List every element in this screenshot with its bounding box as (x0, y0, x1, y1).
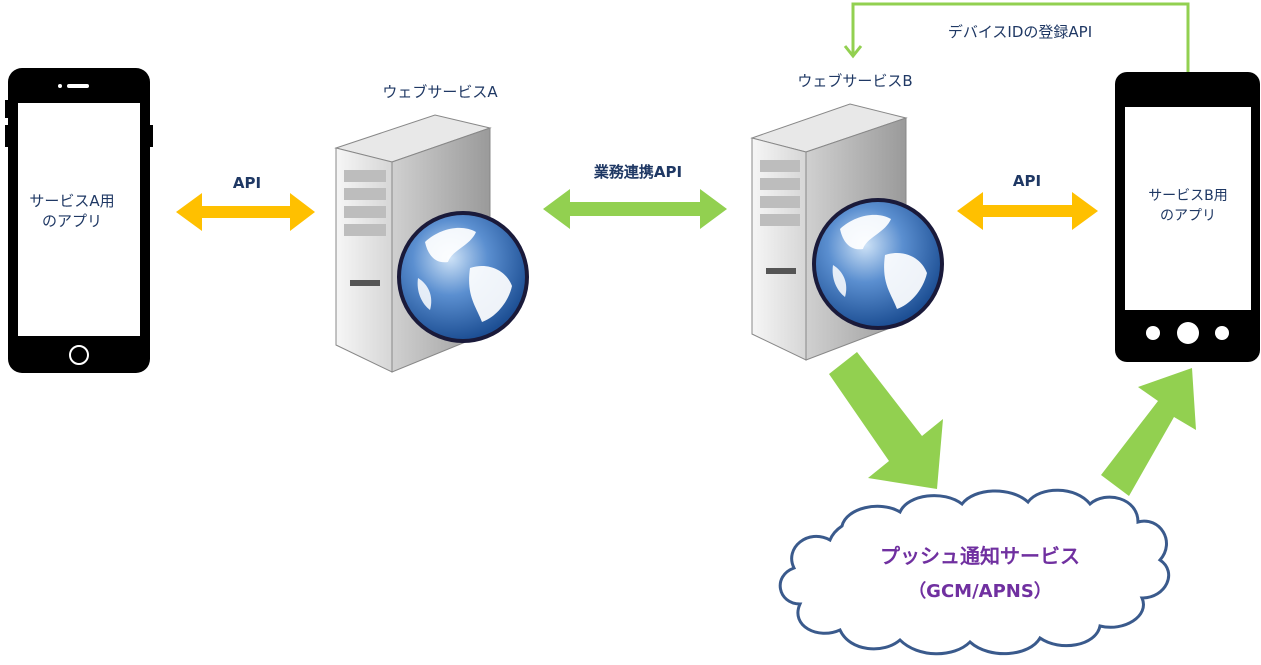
server-b: ウェブサービスB (750, 72, 944, 361)
server-a-label: ウェブサービスA (382, 83, 498, 101)
push-to-phone-arrow (1101, 368, 1196, 496)
phone-b-home-button-icon (1177, 322, 1199, 344)
phone-a-label-line2: のアプリ (42, 212, 102, 230)
server-b-label: ウェブサービスB (797, 72, 912, 90)
server-a: ウェブサービスA (334, 83, 529, 373)
phone-b-left-button-icon (1146, 326, 1160, 340)
push-service-subtitle: （GCM/APNS） (908, 581, 1052, 602)
phone-a-camera-icon (58, 84, 62, 88)
api-a-arrow: API (176, 174, 315, 231)
globe-b-icon (812, 198, 944, 330)
phone-a-home-button-icon (69, 345, 89, 365)
phone-a-speaker-icon (67, 84, 89, 88)
globe-a-icon (397, 211, 529, 343)
phone-a-label-line1: サービスA用 (29, 192, 114, 210)
phone-b-right-button-icon (1215, 326, 1229, 340)
phone-b-label-line2: のアプリ (1160, 208, 1216, 224)
device-register-arrowhead-icon (843, 45, 863, 59)
api-b-arrow: API (957, 172, 1098, 230)
push-service-title: プッシュ通知サービス (880, 544, 1080, 568)
phone-a-screen (18, 103, 140, 336)
server-to-push-arrow (829, 352, 943, 489)
phone-b-label-line1: サービスB用 (1148, 188, 1228, 204)
business-api-label: 業務連携API (593, 163, 682, 181)
api-b-label: API (1013, 172, 1041, 190)
business-api-arrow: 業務連携API (543, 163, 727, 229)
push-service-cloud: プッシュ通知サービス （GCM/APNS） (778, 488, 1171, 656)
device-register-connector: デバイスIDの登録API (843, 2, 1190, 72)
phone-b: サービスB用 のアプリ (1115, 72, 1260, 362)
phone-b-screen (1125, 107, 1251, 310)
device-register-label: デバイスIDの登録API (948, 23, 1092, 41)
api-a-label: API (233, 174, 261, 192)
phone-a: サービスA用 のアプリ (5, 68, 153, 373)
